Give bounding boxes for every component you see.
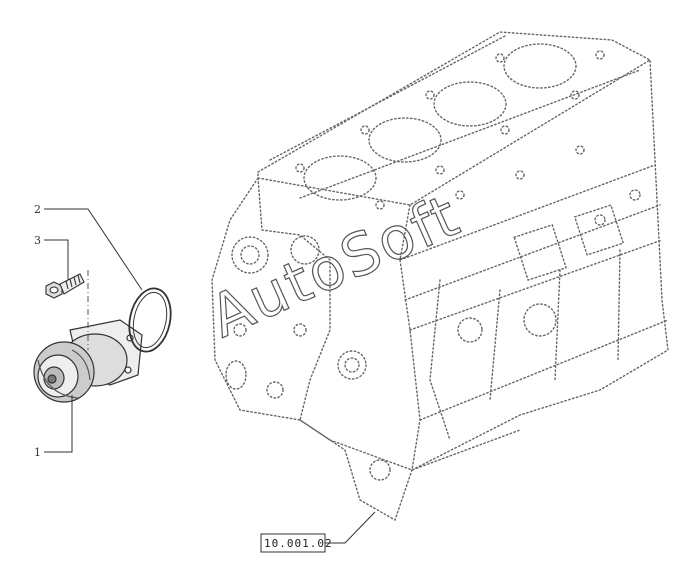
water-pump [33,319,143,403]
leader-line-3 [44,239,69,280]
hex-bolt [45,273,85,299]
cylinder-bore-2 [368,117,442,163]
engine-block-top-deck [257,31,652,206]
leader-lines [44,208,376,544]
o-ring-seal [128,287,172,353]
callout-2: 2 [34,203,41,216]
engine-block [211,31,669,522]
leader-line-ref [325,511,376,544]
leader-line-2 [44,208,143,291]
cylinder-bore-4 [503,43,577,89]
cylinder-bore-3 [433,81,507,127]
leader-line-1 [44,395,73,453]
cylinder-bore-1 [303,155,377,201]
reference-box[interactable]: 10.001.02 [260,533,333,553]
engine-block-front-face [211,177,413,522]
engine-block-side-face [399,59,669,472]
watermark-text: AutoSoft [200,181,470,351]
callout-3: 3 [34,234,41,247]
reference-code: 10.001.02 [264,537,333,550]
callout-1: 1 [34,446,41,459]
